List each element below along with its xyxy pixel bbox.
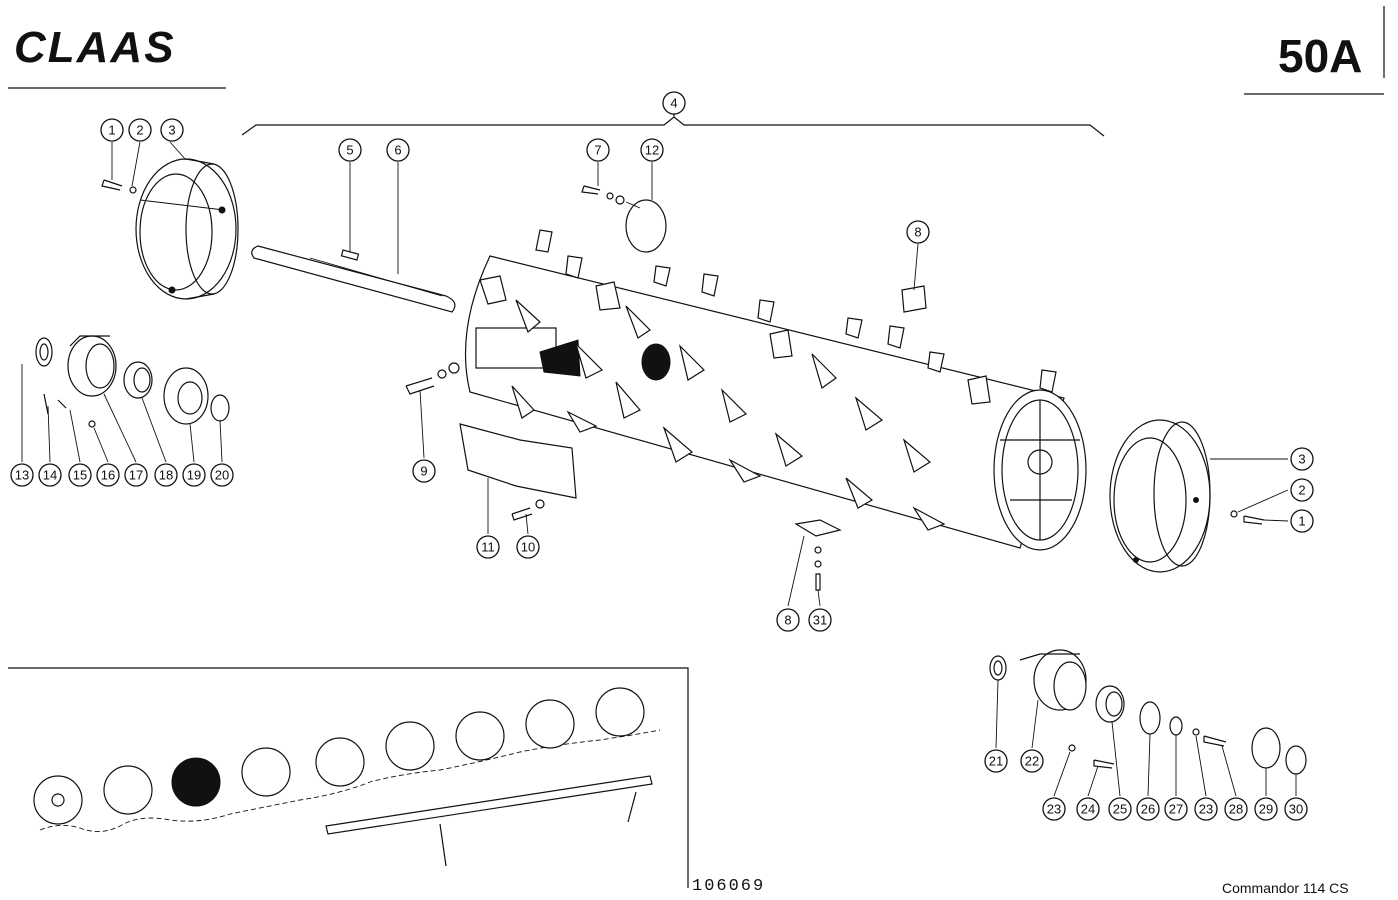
svg-text:2: 2: [1298, 483, 1305, 498]
bolt-9: [405, 362, 460, 395]
leader-lines: [21, 141, 1297, 797]
callout-15: 15: [68, 463, 92, 487]
svg-text:26: 26: [1141, 802, 1155, 817]
callout-24: 24: [1076, 797, 1100, 821]
callout-6: 6: [386, 138, 410, 162]
cover-plate: [581, 185, 667, 253]
callout-7: 7: [586, 138, 610, 162]
rotor-inset: [8, 667, 689, 888]
right-flange-ring: [1109, 419, 1265, 573]
svg-text:1: 1: [108, 123, 115, 138]
svg-text:8: 8: [914, 225, 921, 240]
svg-text:8: 8: [784, 613, 791, 628]
svg-text:27: 27: [1169, 802, 1183, 817]
page-code: 50A: [1278, 30, 1362, 82]
svg-text:12: 12: [645, 143, 659, 158]
svg-text:19: 19: [187, 468, 201, 483]
svg-text:2: 2: [136, 123, 143, 138]
svg-text:4: 4: [670, 96, 677, 111]
model-name: Commandor 114 CS: [1222, 880, 1349, 896]
callout-21: 21: [984, 749, 1008, 773]
callout-13: 13: [10, 463, 34, 487]
callout-30: 30: [1284, 797, 1308, 821]
left-bearing-group: [35, 335, 230, 428]
svg-text:18: 18: [159, 468, 173, 483]
svg-text:11: 11: [481, 540, 495, 555]
rotor-drum: [464, 229, 1087, 551]
small-plate-top: [901, 285, 927, 313]
svg-text:3: 3: [1298, 452, 1305, 467]
paddles: [479, 229, 1057, 531]
scraper-plate: [459, 423, 577, 499]
callout-23-left: 23: [1042, 797, 1066, 821]
callout-10: 10: [516, 535, 540, 559]
callout-11: 11: [476, 535, 500, 559]
svg-text:5: 5: [346, 143, 353, 158]
callout-3-right: 3: [1290, 447, 1314, 471]
svg-text:10: 10: [521, 540, 535, 555]
svg-text:30: 30: [1289, 802, 1303, 817]
svg-text:15: 15: [73, 468, 87, 483]
callout-26: 26: [1136, 797, 1160, 821]
svg-text:17: 17: [129, 468, 143, 483]
drawing-number: 106069: [692, 877, 765, 896]
bolt-10: [511, 499, 545, 521]
svg-text:25: 25: [1113, 802, 1127, 817]
callout-14: 14: [38, 463, 62, 487]
svg-text:9: 9: [420, 464, 427, 479]
callout-3-top: 3: [160, 118, 184, 142]
svg-text:6: 6: [394, 143, 401, 158]
svg-text:22: 22: [1025, 754, 1039, 769]
callout-27: 27: [1164, 797, 1188, 821]
callout-1-top: 1: [100, 118, 124, 142]
callout-1-right: 1: [1290, 509, 1314, 533]
svg-text:1: 1: [1298, 514, 1305, 529]
svg-text:13: 13: [15, 468, 29, 483]
svg-text:7: 7: [594, 143, 601, 158]
callout-4: 4: [662, 91, 686, 115]
svg-text:23: 23: [1047, 802, 1061, 817]
bracket-8-bottom: [794, 519, 842, 591]
callout-8-top: 8: [906, 220, 930, 244]
callout-16: 16: [96, 463, 120, 487]
callout-2-right: 2: [1290, 478, 1314, 502]
shaft: [251, 245, 456, 313]
svg-text:28: 28: [1229, 802, 1243, 817]
left-flange-ring: [101, 158, 239, 300]
brand-logo: CLAAS: [14, 23, 176, 72]
callout-17: 17: [124, 463, 148, 487]
callout-23-right: 23: [1194, 797, 1218, 821]
callout-28: 28: [1224, 797, 1248, 821]
callout-31: 31: [808, 608, 832, 632]
callout-5: 5: [338, 138, 362, 162]
svg-text:24: 24: [1081, 802, 1095, 817]
callouts: 1 2 3 4 5 6 7 12 8 9 11 10 8 31 3 2 1 13…: [10, 91, 1314, 821]
callout-20: 20: [210, 463, 234, 487]
svg-text:14: 14: [43, 468, 57, 483]
callout-19: 19: [182, 463, 206, 487]
svg-text:20: 20: [215, 468, 229, 483]
callout-22: 22: [1020, 749, 1044, 773]
callout-18: 18: [154, 463, 178, 487]
callout-2-top: 2: [128, 118, 152, 142]
callout-9: 9: [412, 459, 436, 483]
svg-text:31: 31: [813, 613, 827, 628]
callout-8-bottom: 8: [776, 608, 800, 632]
svg-text:21: 21: [989, 754, 1003, 769]
svg-text:3: 3: [168, 123, 175, 138]
svg-text:29: 29: [1259, 802, 1273, 817]
callout-29: 29: [1254, 797, 1278, 821]
callout-25: 25: [1108, 797, 1132, 821]
rotor-sprockets: [33, 687, 645, 825]
svg-text:23: 23: [1199, 802, 1213, 817]
header: CLAAS 50A: [8, 6, 1385, 95]
assembly-bracket: [241, 114, 1105, 137]
callout-12: 12: [640, 138, 664, 162]
svg-text:16: 16: [101, 468, 115, 483]
